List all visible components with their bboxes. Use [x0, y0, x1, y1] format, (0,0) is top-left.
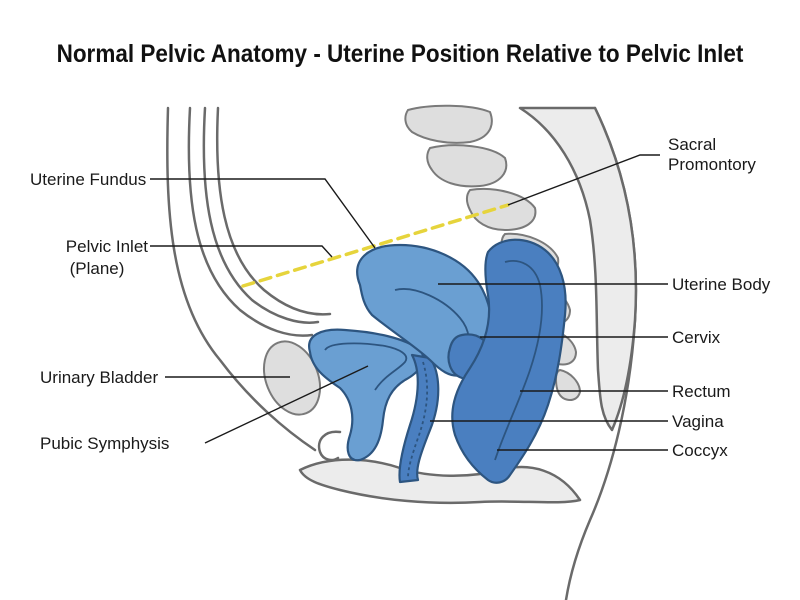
- vertebra-1: [404, 104, 493, 144]
- leader-uterine-fundus: [150, 178, 376, 249]
- sacral-soft-tissue: [518, 106, 638, 432]
- urethral-hook: [317, 430, 342, 462]
- pelvic-inlet-line: [241, 203, 510, 288]
- abdominal-wall-layer-2: [202, 106, 320, 324]
- bladder-inner-wall: [324, 342, 408, 391]
- vagina-canal: [407, 361, 428, 479]
- label-coccyx: Coccyx: [672, 441, 728, 460]
- label-urinary-bladder: Urinary Bladder: [40, 368, 158, 387]
- urinary-bladder: [308, 328, 425, 462]
- label-pelvic-inlet-plane: (Plane): [70, 259, 125, 278]
- label-cervix: Cervix: [672, 328, 721, 347]
- abdominal-wall-layer-1: [187, 106, 314, 337]
- page-title: Normal Pelvic Anatomy - Uterine Position…: [56, 40, 744, 68]
- label-pubic-symphysis: Pubic Symphysis: [40, 434, 169, 453]
- vagina: [398, 353, 440, 484]
- leader-sacral-promontory: [507, 154, 660, 206]
- label-promontory: Promontory: [668, 155, 756, 174]
- perineum-tissue: [298, 458, 582, 505]
- label-uterine-body: Uterine Body: [672, 275, 771, 294]
- label-sacral: Sacral: [668, 135, 716, 154]
- label-rectum: Rectum: [672, 382, 731, 401]
- label-vagina: Vagina: [672, 412, 724, 431]
- leader-pelvic-inlet: [150, 245, 333, 258]
- abdominal-wall-layer-3: [215, 106, 332, 316]
- rectal-lumen: [494, 260, 543, 461]
- label-pelvic-inlet: Pelvic Inlet: [66, 237, 148, 256]
- abdominal-wall-outer: [166, 106, 317, 452]
- leader-pubic-symphysis: [204, 365, 369, 444]
- vertebra-3: [466, 188, 537, 232]
- coccyx-segment-2: [554, 368, 582, 401]
- vertebra-2: [426, 144, 508, 188]
- label-uterine-fundus: Uterine Fundus: [30, 170, 146, 189]
